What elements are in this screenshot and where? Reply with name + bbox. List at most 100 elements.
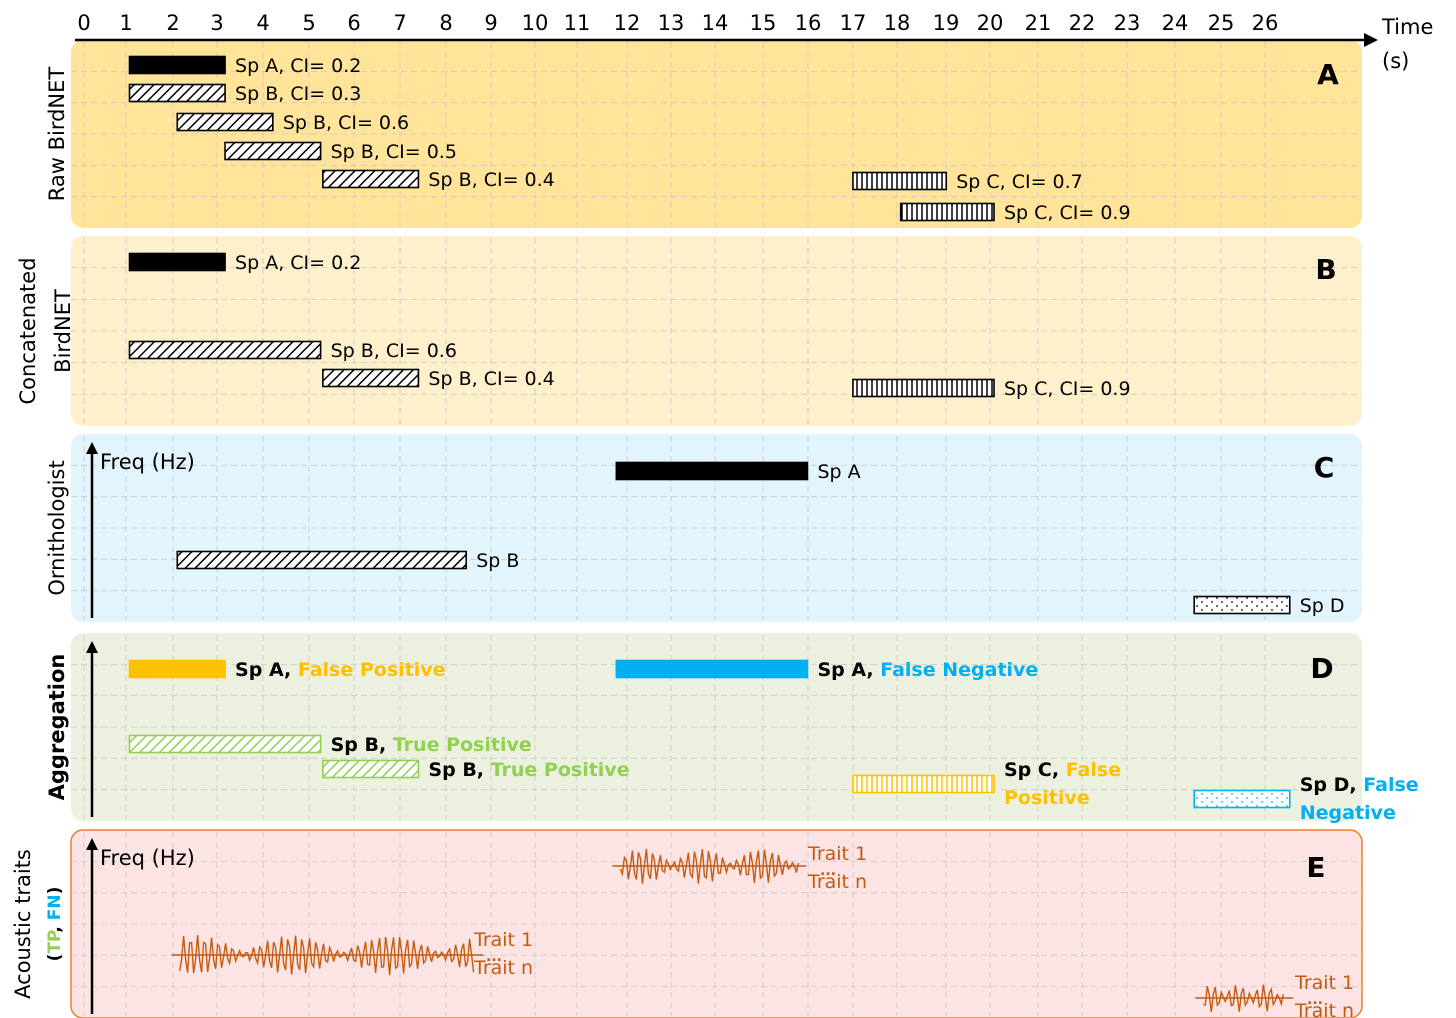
panel-D-bar-status-line2: Positive	[1004, 787, 1090, 809]
panel-E-letter: E	[1306, 851, 1325, 884]
panel-D-side-label: Aggregation	[45, 654, 69, 801]
bar-status: False Negative	[880, 659, 1038, 681]
tick-label-13: 13	[658, 11, 685, 35]
panel-C-bar-label: Sp A	[817, 461, 860, 483]
panel-C-freq-arrowhead	[86, 442, 98, 454]
panel-A-bar	[899, 202, 995, 222]
tick-label-6: 6	[347, 11, 360, 35]
time-axis-arrowhead	[1364, 33, 1378, 47]
tick-label-26: 26	[1252, 11, 1279, 35]
panel-B-bar-label: Sp B, CI= 0.4	[428, 368, 554, 390]
time-axis-unit: (s)	[1382, 49, 1409, 73]
panel-C-letter: C	[1314, 451, 1335, 484]
panel-B-bar	[852, 378, 995, 398]
panel-D-bar-label: Sp C, False	[1004, 759, 1121, 781]
trait-last-label: Trait n	[807, 871, 867, 893]
tick-label-2: 2	[166, 11, 179, 35]
panel-E-freq-arrowhead	[86, 838, 98, 850]
panel-C-bar	[176, 550, 467, 570]
trait-ellipsis: ...	[820, 863, 836, 879]
panel-E-sublabel-close: )	[45, 887, 65, 895]
tick-label-12: 12	[614, 11, 641, 35]
panel-C-bar	[1193, 595, 1291, 615]
bar-species: Sp A,	[235, 659, 298, 681]
tick-label-20: 20	[977, 11, 1004, 35]
panel-D-bar-label: Sp A, False Negative	[817, 659, 1038, 681]
bar-species: Sp A,	[817, 659, 880, 681]
bar-species: Sp B,	[428, 759, 490, 781]
panel-A-bar	[176, 112, 274, 132]
panel-backgrounds	[70, 40, 1363, 1018]
panel-E-sublabel-sep: ,	[45, 920, 65, 932]
tick-label-23: 23	[1114, 11, 1141, 35]
panel-D-bar	[322, 759, 420, 779]
panel-C-bar-label: Sp B	[476, 550, 519, 572]
panel-D-bar	[852, 774, 995, 794]
bar-species: Sp B,	[331, 734, 393, 756]
panel-D-freq-arrowhead	[86, 641, 98, 653]
panel-A-bar	[128, 55, 226, 75]
tick-label-4: 4	[256, 11, 269, 35]
panel-D-bar	[128, 659, 226, 679]
tick-label-10: 10	[522, 11, 549, 35]
panel-B-bar-label: Sp B, CI= 0.6	[331, 340, 457, 362]
sp-a-waveform	[619, 848, 800, 884]
tick-label-19: 19	[933, 11, 960, 35]
trait-ellipsis: ...	[1307, 992, 1323, 1008]
panel-A-side-label: Raw BirdNET	[45, 67, 69, 202]
panel-E-freq-label: Freq (Hz)	[100, 846, 195, 870]
panel-A-bar	[128, 83, 226, 103]
panel-B-bar	[128, 340, 322, 360]
panel-D-bar-label: Sp A, False Positive	[235, 659, 445, 681]
panel-D-bar	[615, 659, 809, 679]
panel-A-bar-label: Sp B, CI= 0.3	[235, 83, 361, 105]
tick-label-16: 16	[795, 11, 822, 35]
panel-A-bar-label: Sp C, CI= 0.7	[956, 171, 1083, 193]
panel-D-bar	[128, 734, 322, 754]
tick-label-7: 7	[393, 11, 406, 35]
panel-E-sublabel-tp: TP	[45, 930, 65, 954]
panel-C-bar	[615, 461, 809, 481]
panel-D-bar-label: Sp B, True Positive	[428, 759, 629, 781]
panel-C-bar-label: Sp D	[1300, 595, 1345, 617]
tick-label-3: 3	[210, 11, 223, 35]
trait-last-label: Trait n	[1294, 1000, 1354, 1018]
panel-A-bar-label: Sp B, CI= 0.6	[283, 112, 409, 134]
bar-status: False Positive	[298, 659, 446, 681]
panel-D-bar-status-line2: Negative	[1300, 802, 1396, 824]
sp-d-waveform	[1203, 984, 1284, 1013]
panel-B-side-label: BirdNET	[51, 289, 75, 373]
tick-label-14: 14	[702, 11, 729, 35]
tick-label-1: 1	[119, 11, 132, 35]
panel-D-bar	[1193, 789, 1291, 809]
tick-label-11: 11	[564, 11, 591, 35]
tick-label-8: 8	[439, 11, 452, 35]
panel-A-bar	[322, 169, 420, 189]
panel-B-letter: B	[1315, 253, 1336, 286]
panel-B-bar	[322, 368, 420, 388]
tick-label-25: 25	[1208, 11, 1235, 35]
panel-E-side-label: Acoustic traits	[11, 849, 35, 999]
bar-status: True Positive	[491, 759, 630, 781]
bar-status: True Positive	[393, 734, 532, 756]
sp-b-waveform	[178, 935, 475, 976]
panel-B-bar-label: Sp C, CI= 0.9	[1004, 378, 1131, 400]
panel-A-bar-label: Sp B, CI= 0.4	[428, 169, 554, 191]
panel-A-bar-label: Sp C, CI= 0.9	[1004, 202, 1131, 224]
tick-label-22: 22	[1069, 11, 1096, 35]
trait-first-label: Trait 1	[1294, 972, 1354, 994]
time-axis-label: Time	[1381, 15, 1433, 39]
bar-status: False	[1066, 759, 1121, 781]
bar-species: Sp C,	[1004, 759, 1066, 781]
panel-B-bar-label: Sp A, CI= 0.2	[235, 252, 361, 274]
panel-D-bar-label: Sp B, True Positive	[331, 734, 532, 756]
bar-status: False	[1363, 774, 1418, 796]
panel-C-side-label: Ornithologist	[45, 460, 69, 595]
panel-B-bar	[128, 252, 226, 272]
tick-label-18: 18	[884, 11, 911, 35]
